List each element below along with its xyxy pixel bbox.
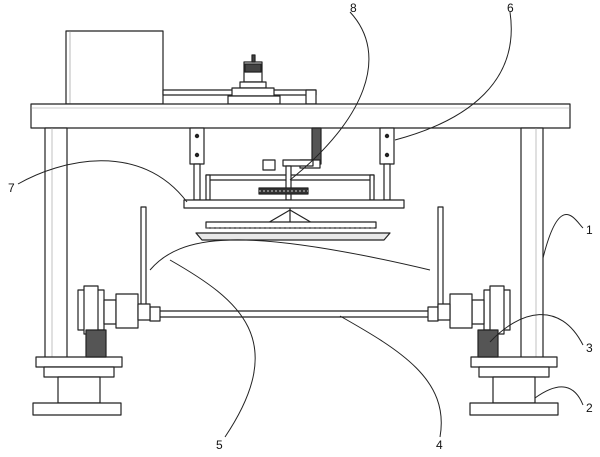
leader-2	[534, 386, 584, 406]
leader-6	[394, 11, 512, 141]
leader-1	[542, 214, 584, 259]
top-table-plate	[30, 103, 571, 129]
leader-4	[339, 315, 442, 438]
label-6: 6	[507, 1, 514, 15]
control-box	[65, 30, 164, 105]
lower-mold	[195, 232, 391, 241]
callout-labels: 8 6 7 1 3 2 5 4	[8, 1, 593, 452]
leader-7	[17, 160, 188, 203]
right-guide-rod	[437, 206, 444, 313]
right-hanging-bracket	[379, 127, 395, 201]
right-foot	[469, 356, 559, 416]
pressing-plate	[183, 199, 405, 209]
left-foot	[32, 356, 123, 416]
right-motor-assembly	[437, 285, 511, 358]
horizontal-shaft	[149, 306, 439, 322]
label-5: 5	[216, 438, 223, 452]
support-bracket	[205, 208, 377, 229]
label-8: 8	[350, 1, 357, 15]
top-motor	[227, 54, 281, 105]
label-3: 3	[586, 341, 593, 355]
left-hanging-bracket	[189, 127, 205, 201]
left-leg-frame	[44, 127, 68, 359]
gear-assembly	[258, 165, 309, 201]
leader-3	[489, 314, 584, 346]
small-gearbox	[262, 159, 276, 171]
label-2: 2	[586, 401, 593, 415]
left-guide-rod	[140, 206, 147, 313]
label-4: 4	[436, 438, 443, 452]
label-1: 1	[586, 223, 593, 237]
rack-column	[282, 127, 322, 169]
label-7: 7	[8, 181, 15, 195]
leader-5-top	[149, 239, 431, 271]
leader-5	[169, 259, 256, 438]
right-leg-frame	[520, 127, 544, 359]
left-motor-assembly	[77, 285, 151, 358]
leader-8	[289, 11, 370, 181]
leader-lines	[17, 11, 584, 438]
